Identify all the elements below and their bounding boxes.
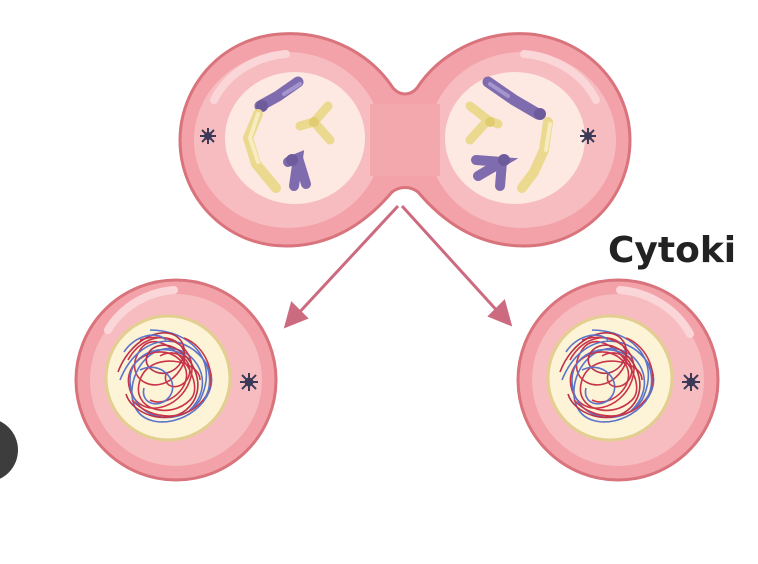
- centrosome-icon: [580, 128, 596, 144]
- arrow-icon: [400, 204, 513, 327]
- centrosome-icon: [240, 373, 258, 391]
- partial-circle: [0, 421, 18, 479]
- daughter-highlight: [616, 286, 694, 338]
- dividing-cell: [178, 32, 632, 248]
- right-chromosomes: [465, 76, 553, 193]
- bridge-cytoplasm: [370, 104, 440, 176]
- chromatin: [559, 329, 655, 423]
- left-chromosomes: [242, 76, 335, 193]
- left-highlight: [210, 50, 290, 104]
- arrow-icon: [283, 204, 400, 329]
- daughter-cell-left: [74, 278, 278, 482]
- centrosome-icon: [682, 373, 700, 391]
- centrosome-icon: [200, 128, 216, 144]
- right-highlight: [520, 50, 600, 104]
- chromatin: [117, 329, 213, 423]
- daughter-highlight: [104, 286, 178, 334]
- daughter-cell-right: [516, 278, 720, 482]
- stage-label: Cytoki: [608, 230, 736, 271]
